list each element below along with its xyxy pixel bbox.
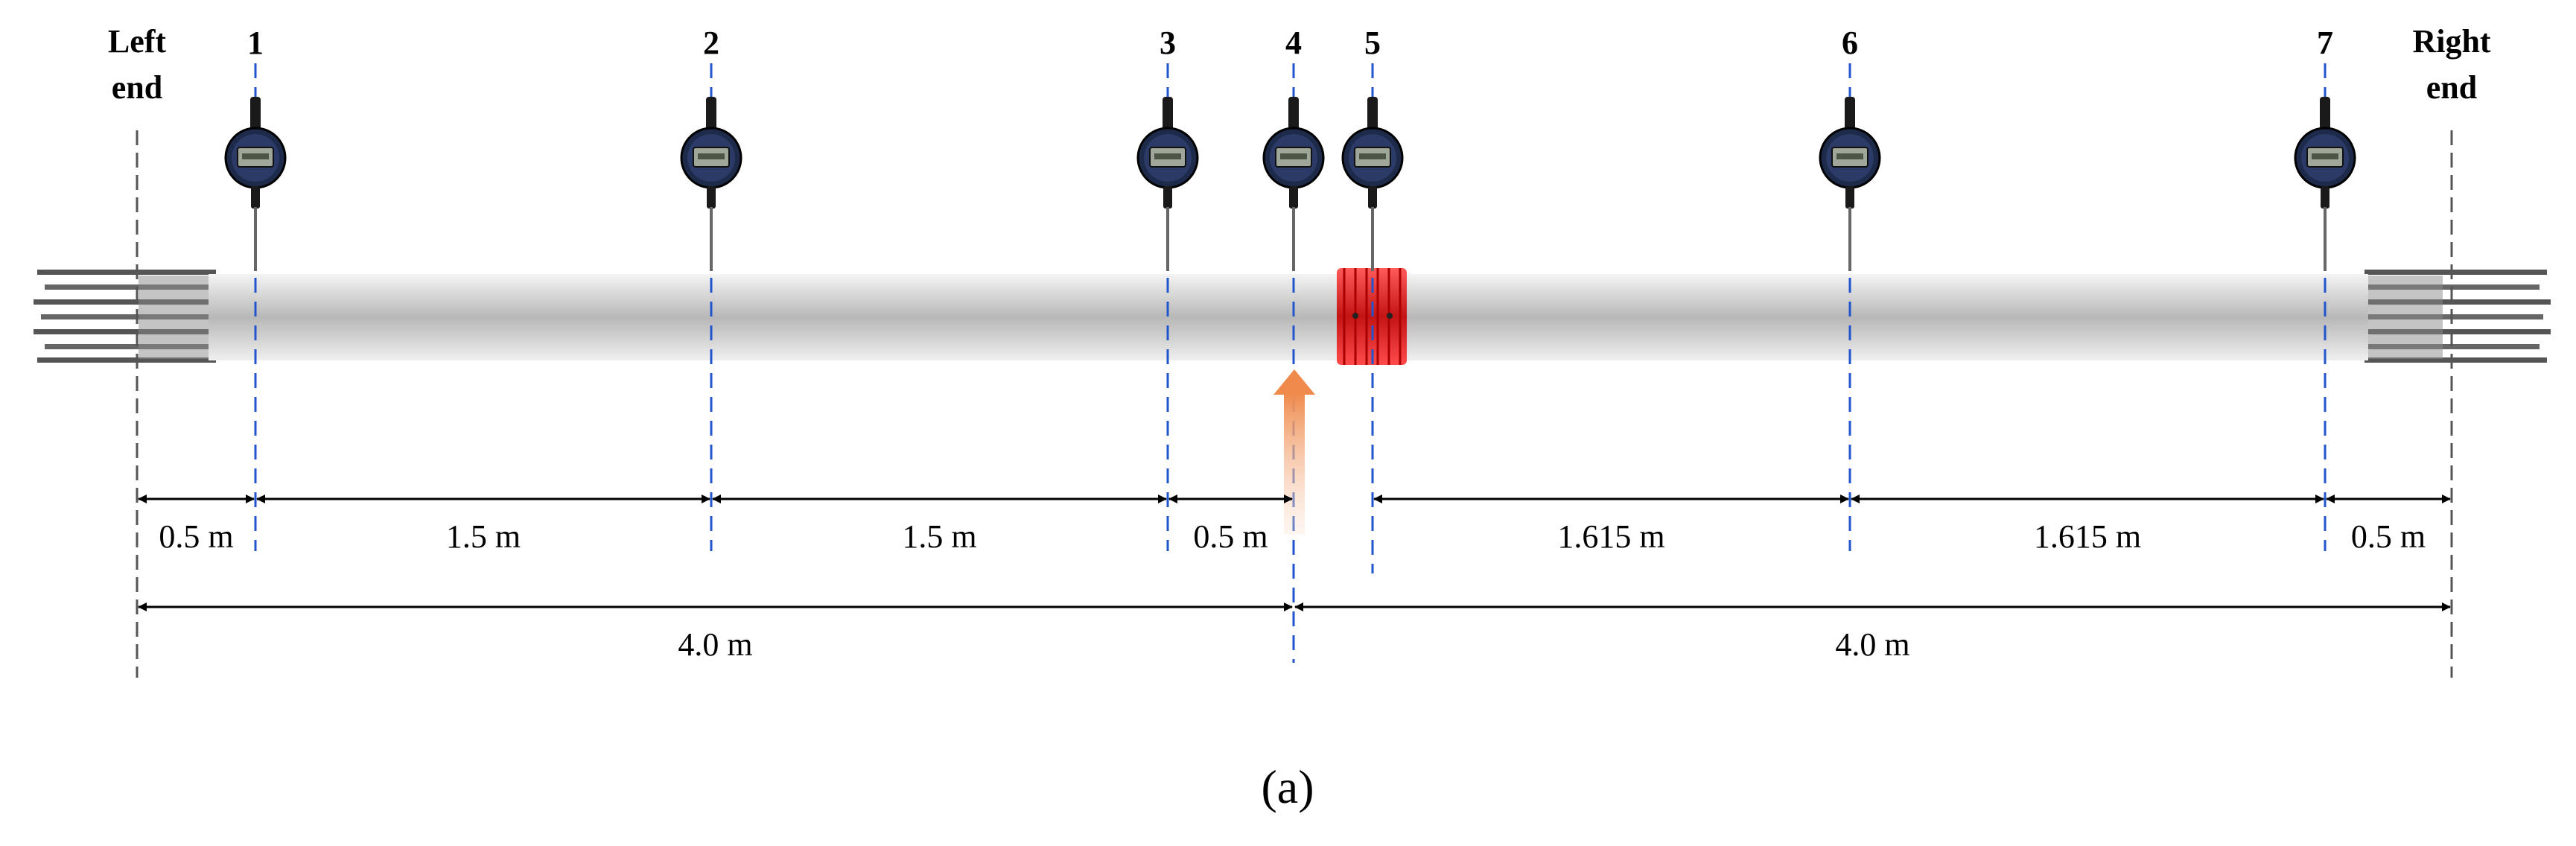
beam-shaft xyxy=(209,274,2368,360)
right-end-label-line1: Right xyxy=(2412,23,2490,60)
dial-indicator-icon xyxy=(2294,97,2356,271)
dimension-label-segment-5: 1.615 m xyxy=(1557,518,1664,555)
left-clamp xyxy=(34,270,216,363)
arrow-up-icon xyxy=(1273,369,1315,535)
dial-indicator-icon xyxy=(1819,97,1881,271)
gauge-label-3: 3 xyxy=(1160,25,1176,61)
dimension-label-half-1: 4.0 m xyxy=(678,626,752,663)
left-end-label-line2: end xyxy=(112,69,162,106)
dial-indicator-icon xyxy=(224,97,287,271)
mass-block-icon xyxy=(1337,268,1407,365)
gauge-label-1: 1 xyxy=(247,25,264,61)
gauge-label-7: 7 xyxy=(2317,25,2333,61)
gauge-label-6: 6 xyxy=(1842,25,1858,61)
dimension-label-segment-4: 0.5 m xyxy=(1193,518,1268,555)
dial-indicator-icon xyxy=(1136,97,1199,271)
dial-indicator-icon xyxy=(1341,97,1404,271)
dimension-label-segment-2: 1.5 m xyxy=(446,518,521,555)
dimension-label-half-2: 4.0 m xyxy=(1835,626,1909,663)
dimension-label-segment-7: 0.5 m xyxy=(2351,518,2426,555)
gauge-label-5: 5 xyxy=(1364,25,1381,61)
dimension-label-segment-6: 1.615 m xyxy=(2034,518,2141,555)
dial-indicator-icon xyxy=(680,97,742,271)
left-end-label-line1: Left xyxy=(108,23,167,60)
gauge-label-4: 4 xyxy=(1285,25,1302,61)
gauge-label-2: 2 xyxy=(703,25,719,61)
dial-indicator-icon xyxy=(1262,97,1325,271)
figure-caption: (a) xyxy=(1261,760,1314,813)
right-end-label-line2: end xyxy=(2426,69,2477,106)
dimension-label-segment-3: 1.5 m xyxy=(902,518,976,555)
dimension-label-segment-1: 0.5 m xyxy=(159,518,233,555)
right-clamp xyxy=(2364,270,2551,363)
